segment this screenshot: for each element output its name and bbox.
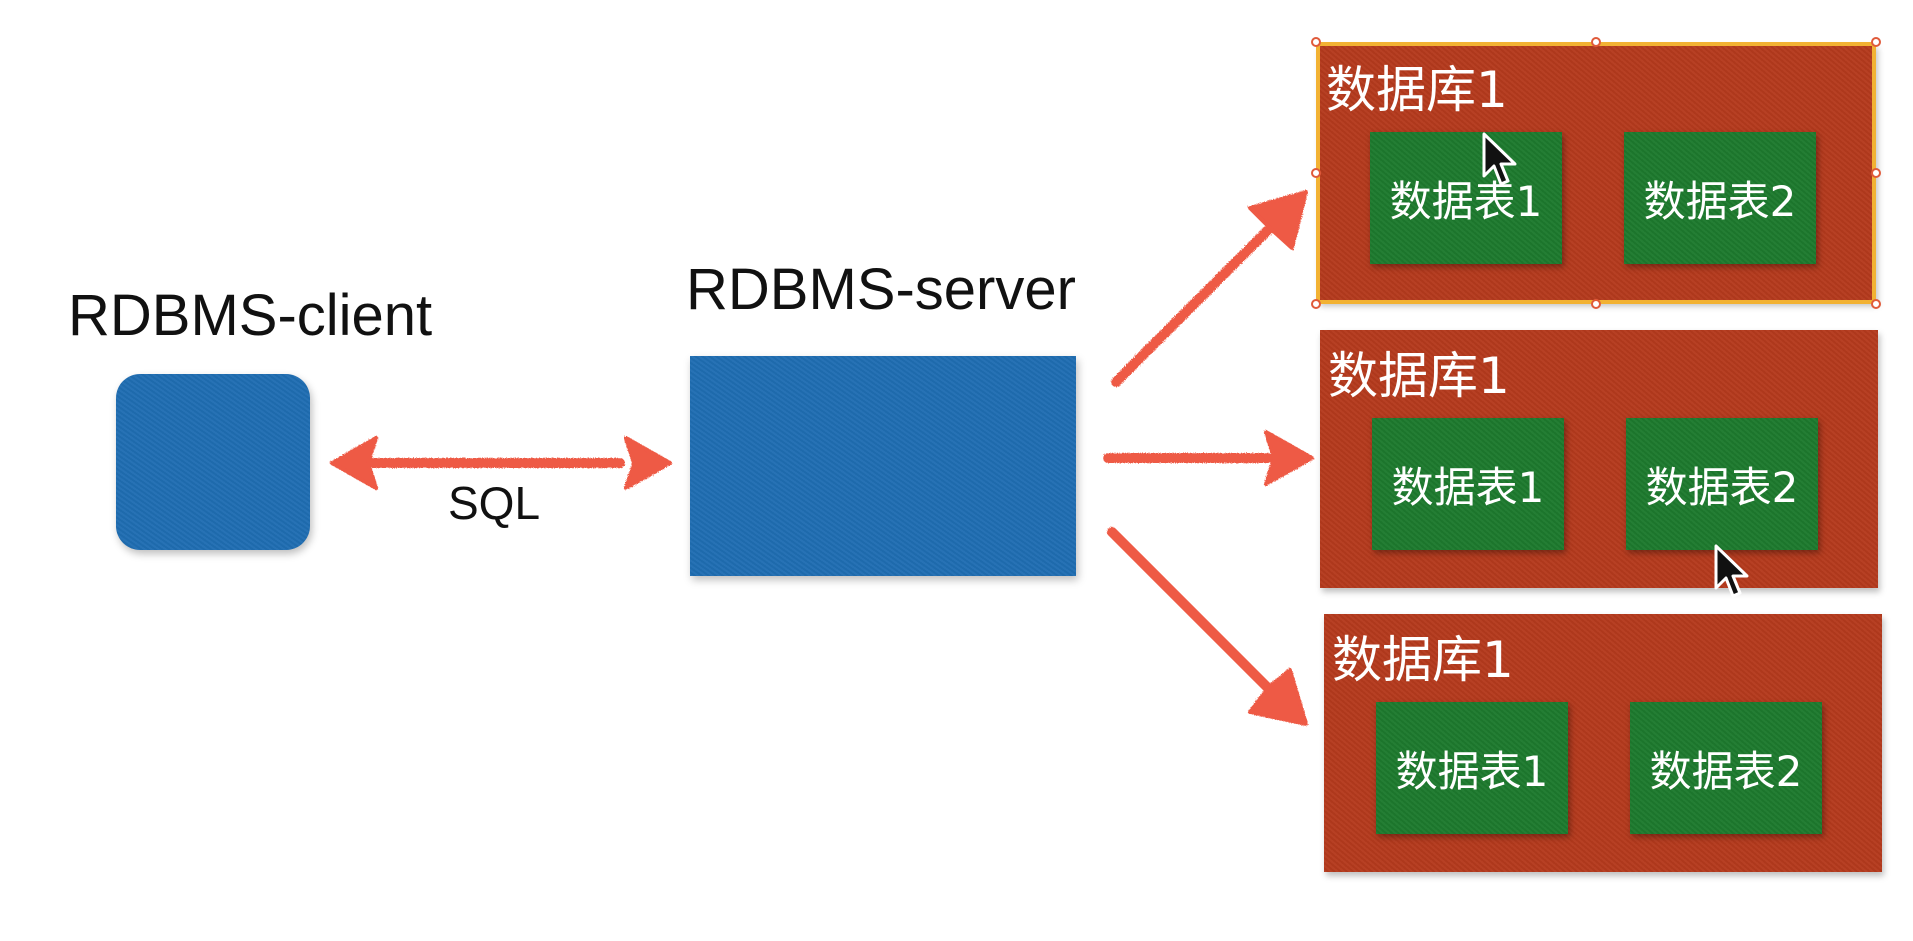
resize-handle[interactable] [1871, 299, 1881, 309]
selection-frame[interactable] [1316, 42, 1876, 304]
table-node[interactable]: 数据表2 [1626, 418, 1818, 550]
arrow-icon [1107, 527, 1308, 726]
server-label: RDBMS-server [686, 257, 1076, 322]
resize-handle[interactable] [1591, 299, 1601, 309]
client-label: RDBMS-client [68, 283, 433, 348]
arrow-icon [1111, 190, 1308, 387]
database-node[interactable]: 数据库1 数据表1 数据表2 [1318, 44, 1876, 302]
arrow-icon [1103, 430, 1314, 486]
table-node[interactable]: 数据表2 [1630, 702, 1822, 834]
resize-handle[interactable] [1311, 37, 1321, 47]
mouse-pointer-icon [1482, 132, 1517, 186]
resize-handle[interactable] [1871, 168, 1881, 178]
database-node[interactable]: 数据库1 数据表1 数据表2 [1320, 330, 1878, 588]
database-label: 数据库1 [1328, 347, 1510, 405]
database-label: 数据库1 [1326, 61, 1508, 119]
client-node[interactable] [116, 374, 310, 550]
table-node[interactable]: 数据表1 [1372, 418, 1564, 550]
mouse-pointer-icon [1714, 544, 1749, 598]
double-arrow-icon [330, 436, 672, 490]
resize-handle[interactable] [1591, 37, 1601, 47]
server-node[interactable] [690, 356, 1076, 576]
sql-label: SQL [448, 477, 541, 529]
database-label: 数据库1 [1332, 631, 1514, 689]
resize-handle[interactable] [1311, 299, 1321, 309]
resize-handle[interactable] [1871, 37, 1881, 47]
database-node[interactable]: 数据库1 数据表1 数据表2 [1324, 614, 1882, 872]
resize-handle[interactable] [1311, 168, 1321, 178]
table-node[interactable]: 数据表2 [1624, 132, 1816, 264]
table-node[interactable]: 数据表1 [1370, 132, 1562, 264]
table-node[interactable]: 数据表1 [1376, 702, 1568, 834]
